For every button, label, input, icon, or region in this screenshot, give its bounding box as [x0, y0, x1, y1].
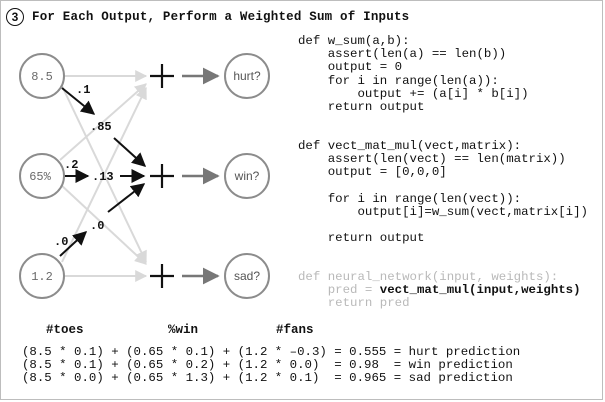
weight-label: .13 [92, 170, 114, 184]
weight-label: .1 [76, 83, 90, 97]
connection-line [59, 183, 147, 265]
output-node-hurt: hurt? [224, 53, 270, 99]
prediction-calculations: (8.5 * 0.1) + (0.65 * 0.1) + (1.2 * –0.3… [22, 346, 520, 385]
code-line: output += (a[i] * b[i]) [298, 86, 529, 101]
calculation-line: (8.5 * 0.1) + (0.65 * 0.2) + (1.2 * 0.0)… [22, 358, 513, 372]
input-value: 8.5 [31, 70, 53, 84]
code-line: for i in range(len(a)): [298, 73, 499, 88]
output-label: hurt? [233, 69, 261, 83]
code-neural-network: def neural_network(input, weights): pred… [298, 270, 581, 311]
calculation-line: (8.5 * 0.0) + (0.65 * 1.3) + (1.2 * 0.1)… [22, 371, 513, 385]
sum-plus-icon [150, 164, 174, 188]
output-label: win? [234, 169, 260, 183]
code-line: return pred [298, 296, 410, 311]
figure-title: For Each Output, Perform a Weighted Sum … [32, 10, 410, 24]
weight-label: .0 [90, 219, 104, 233]
code-w-sum: def w_sum(a,b): assert(len(a) == len(b))… [298, 34, 529, 115]
output-label: sad? [234, 269, 260, 283]
code-vect-mat-mul: def vect_mat_mul(vect,matrix): assert(le… [298, 139, 588, 246]
code-line: assert(len(a) == len(b)) [298, 47, 507, 62]
code-line: output[i]=w_sum(vect,matrix[i]) [298, 205, 588, 220]
input-node-toes: 8.5 [19, 53, 65, 99]
connection-line [59, 231, 88, 257]
active-connections [59, 87, 147, 257]
connection-line [107, 183, 146, 213]
code-line: def w_sum(a,b): [298, 34, 410, 48]
code-pred-call: vect_mat_mul(input,weights) [379, 283, 581, 298]
column-header-toes: #toes [46, 323, 84, 337]
sum-plus-icon [150, 264, 174, 288]
weight-label: .0 [54, 235, 68, 249]
connection-line [59, 83, 147, 161]
code-line: def neural_network(input, weights): [298, 270, 559, 284]
code-line: return output [298, 231, 425, 246]
input-node-win: 65% [19, 153, 65, 199]
header: 3 For Each Output, Perform a Weighted Su… [6, 6, 409, 28]
code-line: output = [0,0,0] [298, 165, 447, 180]
output-node-win: win? [224, 153, 270, 199]
neural-network-diagram: 8.5 65% 1.2 .1 .85 .2 .13 .0 .0 hurt? wi… [19, 53, 270, 299]
code-line: for i in range(len(vect)): [298, 191, 522, 206]
input-value: 65% [29, 170, 51, 184]
output-node-sad: sad? [224, 253, 270, 299]
code-line: def vect_mat_mul(vect,matrix): [298, 139, 522, 153]
code-line: assert(len(vect) == len(matrix)) [298, 152, 566, 167]
code-line: output = 0 [298, 60, 403, 75]
input-node-fans: 1.2 [19, 253, 65, 299]
code-pred-prefix: pred = [298, 283, 380, 298]
step-number-badge: 3 [6, 8, 24, 26]
weight-label: .2 [64, 158, 78, 172]
connection-line [113, 137, 147, 167]
connection-line [61, 87, 96, 115]
column-header-fans: #fans [276, 323, 314, 337]
sum-plus-icon [150, 64, 174, 88]
input-value: 1.2 [31, 270, 53, 284]
code-line: return output [298, 100, 425, 115]
weight-label: .85 [90, 120, 112, 134]
calculation-line: (8.5 * 0.1) + (0.65 * 0.1) + (1.2 * –0.3… [22, 345, 521, 359]
column-header-win: %win [168, 323, 199, 337]
